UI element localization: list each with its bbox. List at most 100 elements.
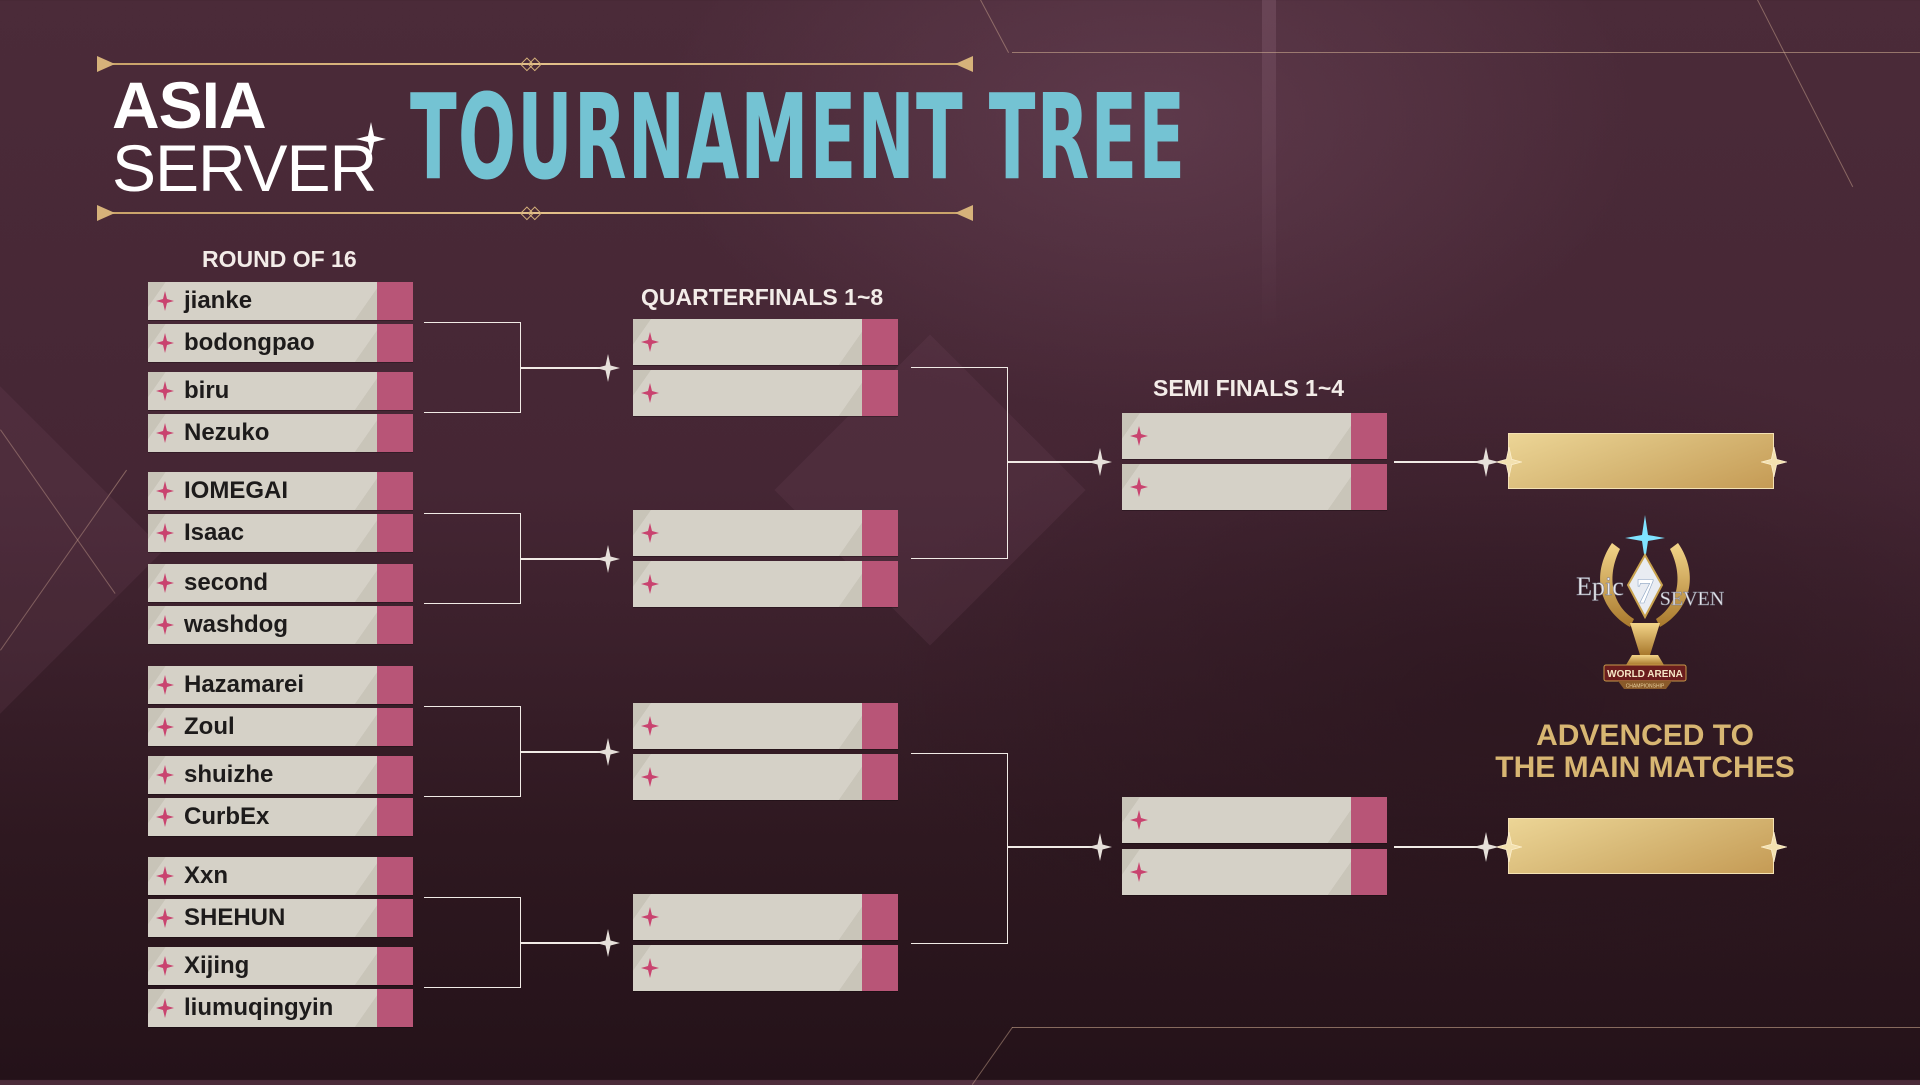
round-of-16-label: ROUND OF 16 xyxy=(202,246,357,272)
connector-line xyxy=(1394,461,1484,463)
advanced-label-line-2: THE MAIN MATCHES xyxy=(1495,751,1795,784)
connector-line xyxy=(520,942,606,944)
score-cell xyxy=(862,894,898,940)
node-star-icon xyxy=(596,545,620,573)
pink-star-icon xyxy=(641,383,659,403)
bracket-slot[interactable]: Hazamarei xyxy=(148,666,413,704)
header-ornament-right-icon xyxy=(955,56,973,72)
score-cell xyxy=(862,754,898,800)
bracket-slot[interactable] xyxy=(633,703,898,749)
pink-star-icon xyxy=(156,573,174,593)
score-cell xyxy=(377,606,413,644)
gold-star-icon xyxy=(1496,832,1522,862)
pink-star-icon xyxy=(641,767,659,787)
connector-line xyxy=(911,367,1008,368)
gold-star-icon xyxy=(1761,832,1787,862)
pink-star-icon xyxy=(156,908,174,928)
bracket-slot[interactable]: bodongpao xyxy=(148,324,413,362)
bracket-slot[interactable]: SHEHUN xyxy=(148,899,413,937)
bracket-slot[interactable] xyxy=(633,510,898,556)
decorative-line xyxy=(980,0,1010,53)
bracket-slot[interactable] xyxy=(633,945,898,991)
gold-star-icon xyxy=(1496,447,1522,477)
score-cell xyxy=(377,857,413,895)
pink-star-icon xyxy=(1130,810,1148,830)
pink-star-icon xyxy=(156,423,174,443)
pink-star-icon xyxy=(156,675,174,695)
bracket-slot[interactable]: second xyxy=(148,564,413,602)
bracket-slot[interactable] xyxy=(633,370,898,416)
bracket-slot[interactable]: Isaac xyxy=(148,514,413,552)
bracket-slot[interactable] xyxy=(1122,797,1387,843)
decorative-line xyxy=(971,1027,1013,1085)
score-cell xyxy=(1351,797,1387,843)
player-name: liumuqingyin xyxy=(184,994,334,1021)
advanced-slot[interactable] xyxy=(1508,433,1774,489)
score-cell xyxy=(862,370,898,416)
connector-line xyxy=(1007,367,1008,559)
connector-line xyxy=(424,513,521,514)
score-cell xyxy=(377,564,413,602)
bracket-slot[interactable] xyxy=(633,319,898,365)
score-cell xyxy=(377,372,413,410)
pink-star-icon xyxy=(156,381,174,401)
player-name: jianke xyxy=(184,287,253,314)
bracket-slot[interactable] xyxy=(633,894,898,940)
bracket-slot[interactable] xyxy=(1122,849,1387,895)
score-cell xyxy=(377,989,413,1027)
header-ornament-right-icon xyxy=(955,205,973,221)
page-title: TOURNAMENT TREE xyxy=(410,68,1187,206)
bracket-slot[interactable]: Nezuko xyxy=(148,414,413,452)
advanced-slot[interactable] xyxy=(1508,818,1774,874)
advanced-label-line-1: ADVENCED TO xyxy=(1536,719,1754,752)
bracket-slot[interactable]: CurbEx xyxy=(148,798,413,836)
pink-star-icon xyxy=(641,716,659,736)
svg-text:Epic: Epic xyxy=(1576,572,1624,601)
connector-line xyxy=(424,322,521,323)
header-ornament-left-icon xyxy=(97,205,115,221)
pink-star-icon xyxy=(1130,862,1148,882)
player-name: second xyxy=(184,569,269,596)
bracket-slot[interactable]: jianke xyxy=(148,282,413,320)
pink-star-icon xyxy=(156,291,174,311)
node-star-icon xyxy=(1473,447,1499,477)
pink-star-icon xyxy=(156,998,174,1018)
player-name: Nezuko xyxy=(184,419,270,446)
bracket-slot[interactable] xyxy=(633,754,898,800)
score-cell xyxy=(377,947,413,985)
player-name: biru xyxy=(184,377,230,404)
score-cell xyxy=(862,945,898,991)
pink-star-icon xyxy=(641,332,659,352)
bracket-slot[interactable] xyxy=(633,561,898,607)
player-name: Xijing xyxy=(184,952,250,979)
score-cell xyxy=(377,798,413,836)
bracket-slot[interactable]: biru xyxy=(148,372,413,410)
bracket-slot[interactable]: washdog xyxy=(148,606,413,644)
connector-line xyxy=(911,558,1008,559)
bracket-slot[interactable]: Xxn xyxy=(148,857,413,895)
node-star-icon xyxy=(1088,448,1112,476)
connector-line xyxy=(424,706,521,707)
quarterfinals-label: QUARTERFINALS 1~8 xyxy=(641,284,884,310)
connector-line xyxy=(1007,753,1008,944)
svg-text:7: 7 xyxy=(1636,571,1654,611)
bracket-slot[interactable]: shuizhe xyxy=(148,756,413,794)
bracket-slot[interactable]: Xijing xyxy=(148,947,413,985)
header-top-rule xyxy=(104,63,970,65)
score-cell xyxy=(1351,413,1387,459)
pink-star-icon xyxy=(156,866,174,886)
bracket-slot[interactable]: liumuqingyin xyxy=(148,989,413,1027)
connector-line xyxy=(911,943,1008,944)
pink-star-icon xyxy=(156,956,174,976)
score-cell xyxy=(377,708,413,746)
score-cell xyxy=(862,703,898,749)
bracket-slot[interactable] xyxy=(1122,464,1387,510)
trophy-icon: WORLD ARENA CHAMPIONSHIP Epic 7 SEVEN xyxy=(1576,515,1724,690)
player-name: Xxn xyxy=(184,862,229,889)
score-cell xyxy=(377,282,413,320)
bracket-slot[interactable] xyxy=(1122,413,1387,459)
score-cell xyxy=(1351,849,1387,895)
pink-star-icon xyxy=(156,717,174,737)
bracket-slot[interactable]: Zoul xyxy=(148,708,413,746)
bracket-slot[interactable]: IOMEGAI xyxy=(148,472,413,510)
